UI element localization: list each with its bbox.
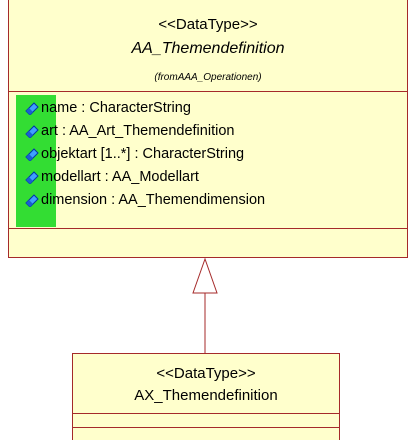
attribute-diamond-icon <box>25 171 39 184</box>
class-ax-themendefinition[interactable]: <<DataType>> AX_Themendefinition <box>72 353 340 440</box>
operation-compartment-divider <box>73 427 339 428</box>
attribute-row[interactable]: modellart : AA_Modellart <box>25 166 199 188</box>
attribute-highlight <box>16 95 56 227</box>
attribute-row[interactable]: name : CharacterString <box>25 97 191 119</box>
attribute-label: name : CharacterString <box>41 100 191 116</box>
attribute-label: art : AA_Art_Themendefinition <box>41 123 235 139</box>
attribute-compartment-divider <box>9 91 407 92</box>
class-stereotype: <<DataType>> <box>156 365 256 382</box>
class-stereotype: <<DataType>> <box>158 16 258 33</box>
operation-compartment-divider <box>9 228 407 229</box>
attribute-row[interactable]: objektart [1..*] : CharacterString <box>25 143 244 165</box>
class-name: AX_Themendefinition <box>134 387 278 404</box>
attribute-compartment-divider <box>73 413 339 414</box>
attribute-row[interactable]: art : AA_Art_Themendefinition <box>25 120 234 142</box>
attribute-diamond-icon <box>25 102 39 115</box>
class-aa-themendefinition[interactable]: <<DataType>> AA_Themendefinition (fromAA… <box>8 0 408 258</box>
generalization-arrowhead <box>192 257 218 294</box>
attribute-label: objektart [1..*] : CharacterString <box>41 146 245 162</box>
attribute-diamond-icon <box>25 194 39 207</box>
attribute-diamond-icon <box>25 125 39 138</box>
attribute-row[interactable]: dimension : AA_Themendimension <box>25 189 265 211</box>
attribute-diamond-icon <box>25 148 39 161</box>
attribute-label: modellart : AA_Modellart <box>41 169 199 185</box>
class-name: AA_Themendefinition <box>131 40 285 57</box>
class-package-origin: (fromAAA_Operationen) <box>154 72 262 83</box>
attribute-label: dimension : AA_Themendimension <box>41 192 266 208</box>
